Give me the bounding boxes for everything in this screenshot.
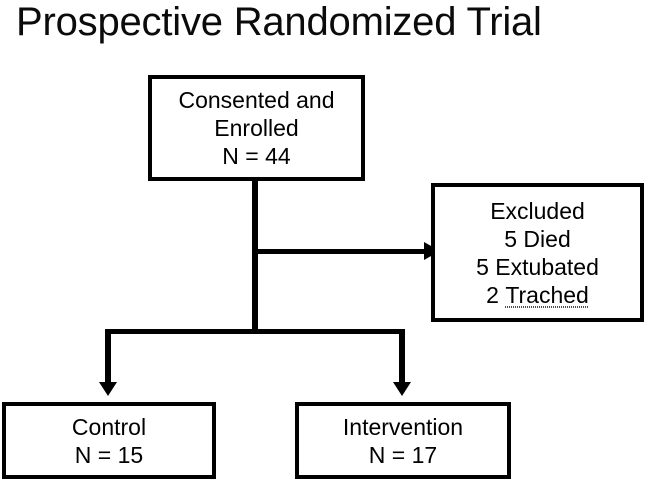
- connector-to-intervention: [399, 329, 405, 384]
- node-line: Excluded: [490, 197, 585, 224]
- figure-title: Prospective Randomized Trial: [16, 0, 542, 44]
- arrowhead-down-icon: [393, 382, 411, 396]
- connector-to-control: [105, 329, 111, 384]
- arrowhead-down-icon: [99, 382, 117, 396]
- trached-count: 2: [486, 281, 506, 308]
- connector-split-bar: [105, 329, 405, 334]
- node-line: Consented and: [178, 87, 335, 113]
- node-line: N = 44: [222, 143, 291, 169]
- node-line: Control: [71, 413, 147, 440]
- node-line: N = 15: [74, 441, 144, 468]
- node-line-trached: 2 Trached: [486, 281, 589, 309]
- node-line: N = 17: [368, 441, 438, 468]
- node-excluded: Excluded 5 Died 5 Extubated 2 Trached: [431, 183, 644, 322]
- node-line: Intervention: [342, 413, 464, 440]
- node-line: 5 Extubated: [476, 253, 599, 280]
- node-intervention-arm: Intervention N = 17: [295, 402, 511, 479]
- node-consented-and-enrolled: Consented and Enrolled N = 44: [148, 75, 365, 181]
- node-line: 5 Died: [504, 225, 571, 252]
- node-control-arm: Control N = 15: [2, 402, 216, 479]
- spellcheck-underlined-word: Trached: [505, 281, 589, 308]
- connector-stem-from-consented: [252, 181, 258, 333]
- connector-to-excluded: [256, 249, 428, 254]
- node-line: Enrolled: [214, 115, 299, 141]
